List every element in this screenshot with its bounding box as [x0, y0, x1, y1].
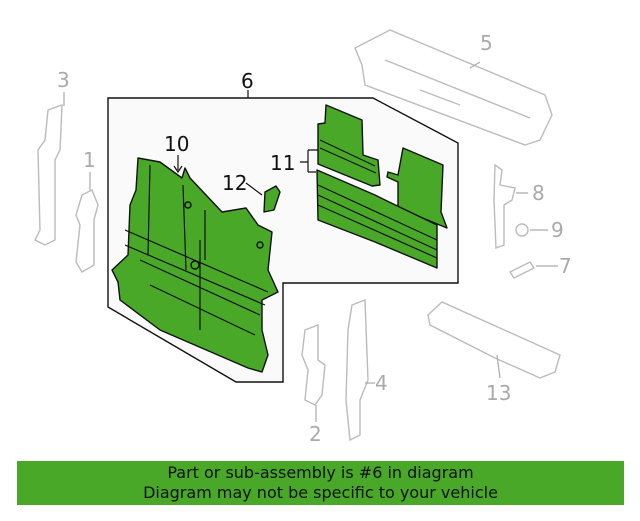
part-12-bracket[interactable]	[263, 185, 281, 213]
callout-7: 7	[559, 254, 572, 278]
callout-12: 12	[222, 171, 247, 195]
callout-3: 3	[57, 68, 70, 92]
part-2-ghost[interactable]	[301, 323, 326, 406]
leaders	[63, 61, 558, 422]
callout-8: 8	[532, 181, 545, 205]
callout-4: 4	[375, 371, 388, 395]
callout-2: 2	[309, 422, 322, 446]
callout-1: 1	[83, 148, 96, 172]
banner-line-1: Part or sub-assembly is #6 in diagram	[167, 463, 474, 482]
callout-6: 6	[241, 69, 254, 93]
part-3-ghost[interactable]	[34, 103, 63, 246]
part-7-ghost[interactable]	[508, 261, 536, 279]
part-10-deflector[interactable]	[111, 157, 279, 373]
part-5-ghost[interactable]	[354, 29, 553, 146]
callout-5: 5	[480, 31, 493, 55]
callout-11: 11	[270, 151, 295, 175]
part-13-ghost[interactable]	[427, 301, 561, 379]
part-8-ghost[interactable]	[493, 163, 516, 249]
part-9-ghost[interactable]	[515, 223, 529, 237]
info-banner: Part or sub-assembly is #6 in diagram Di…	[17, 461, 624, 505]
callout-10: 10	[164, 132, 189, 156]
part-11-upper[interactable]	[317, 104, 381, 187]
banner-line-2: Diagram may not be specific to your vehi…	[143, 483, 498, 502]
part-11-lower[interactable]	[316, 169, 438, 269]
part-4-ghost[interactable]	[345, 298, 369, 442]
callout-13: 13	[486, 381, 511, 405]
callout-9: 9	[551, 218, 564, 242]
part-1-ghost[interactable]	[75, 189, 99, 273]
